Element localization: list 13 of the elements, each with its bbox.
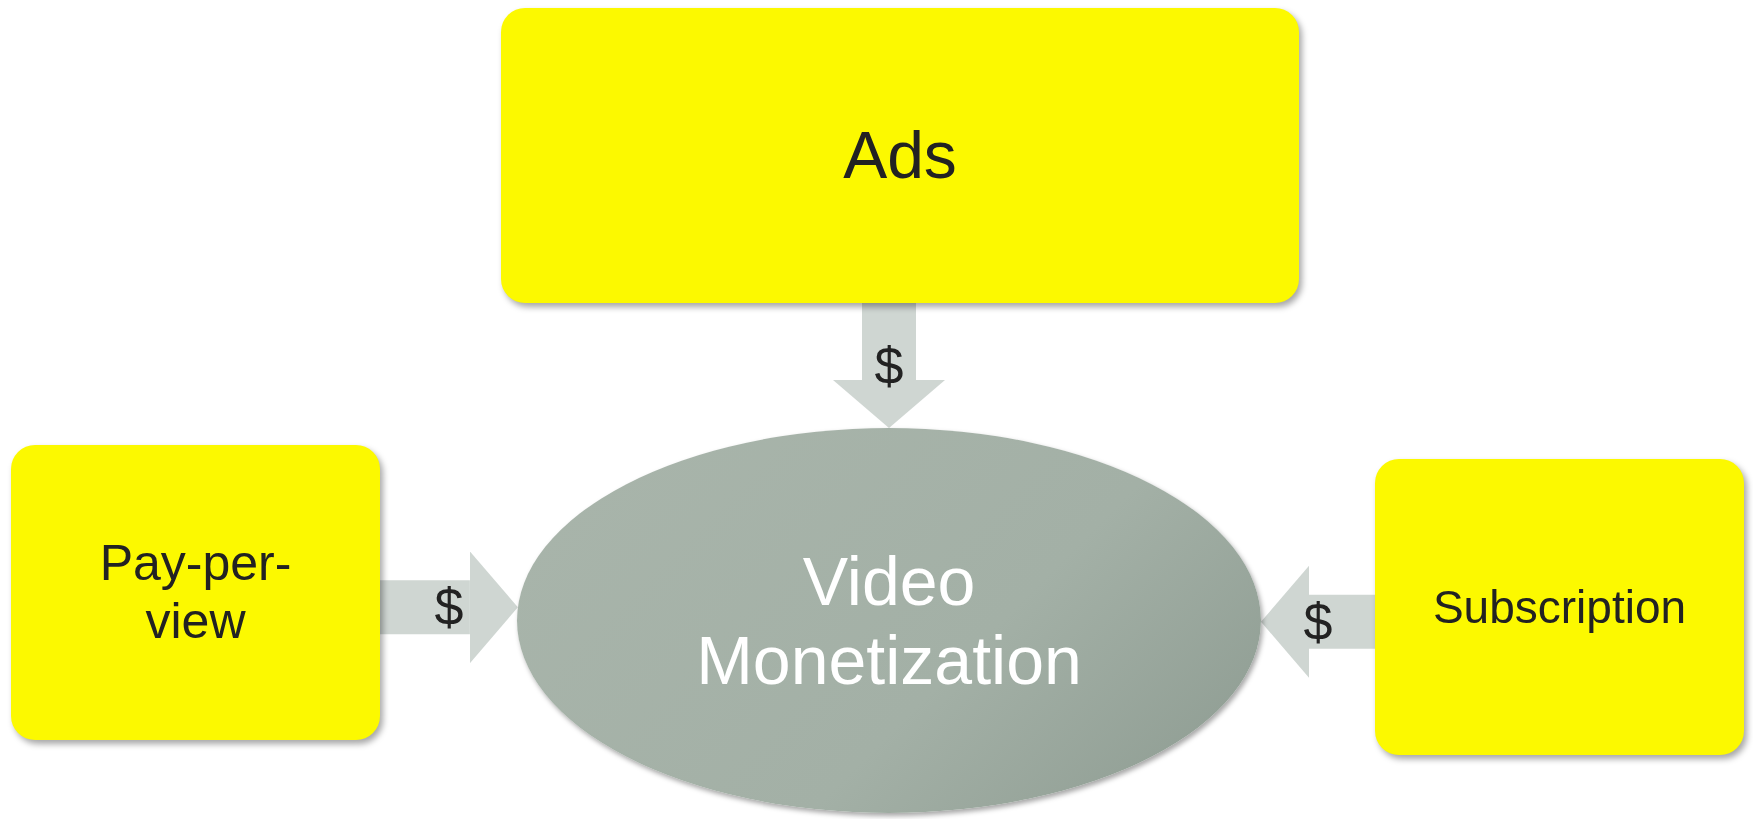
edge-label: $ (874, 339, 904, 392)
block-arrow (833, 303, 945, 428)
block-arrow (380, 551, 518, 664)
edge-label: $ (434, 581, 464, 634)
node-label: Pay-per-view (98, 535, 293, 650)
node-label: Subscription (1432, 579, 1687, 635)
process-box (11, 445, 380, 740)
edge-label: $ (1303, 595, 1333, 648)
node-label: Video Monetization (695, 542, 1083, 699)
block-arrow (1261, 565, 1375, 678)
process-box (1375, 459, 1744, 755)
process-box (501, 8, 1299, 303)
node-label: Ads (843, 117, 957, 194)
